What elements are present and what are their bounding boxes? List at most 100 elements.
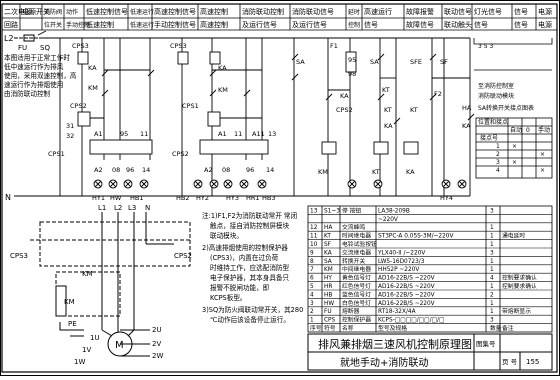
sq-label: SQ	[40, 44, 50, 52]
bom-cell-code: SA	[324, 259, 332, 265]
bom-cell-qty: 1	[490, 301, 494, 307]
bom-cell-qty: 1	[490, 267, 494, 273]
svg-text:KA: KA	[384, 122, 393, 130]
bom-cell-no: 7	[310, 267, 314, 273]
svg-text:2)高速排烟使用的控制保护器: 2)高速排烟使用的控制保护器	[202, 243, 288, 252]
svg-text:KA: KA	[340, 92, 349, 100]
svg-text:CPS2: CPS2	[336, 106, 353, 114]
svg-text:1W: 1W	[74, 358, 85, 366]
header-cell: 低速控制	[86, 20, 114, 29]
bom-cell-model: ~220V	[378, 217, 398, 223]
bom-cell-qty: 1	[490, 259, 494, 265]
svg-text:注:1)F1,F2为消防联动常开 常闭: 注:1)F1,F2为消防联动常开 常闭	[202, 211, 298, 220]
header-cell: 位开关	[44, 21, 62, 29]
svg-text:℃动作后该设备停止运行。: ℃动作后该设备停止运行。	[210, 315, 290, 324]
svg-text:KT: KT	[384, 106, 392, 114]
svg-text:F2: F2	[434, 90, 442, 98]
control-components	[77, 51, 419, 155]
svg-text:SA: SA	[370, 58, 379, 66]
bom-cell-remark: 控制要求确认	[502, 282, 537, 290]
component-labels: CPS3 KA KM CPS2 31 32 A1 95 11 CPS1 A2 0…	[48, 42, 472, 174]
svg-text:KA: KA	[88, 64, 97, 72]
svg-text:×: ×	[512, 159, 517, 166]
svg-text:98: 98	[348, 70, 356, 78]
svg-text:本图适用于正常工作时: 本图适用于正常工作时	[4, 53, 70, 62]
page-number: 155	[526, 358, 539, 366]
header-cell: 联动信号	[444, 7, 472, 16]
header-cell: 信号	[514, 20, 528, 29]
bom-cell-name: 时间继电器	[342, 232, 371, 240]
power-circuit	[30, 212, 191, 357]
bom-cell-code: CPS	[324, 318, 336, 324]
bom-cell-model: LW5-16D0723/3	[378, 259, 425, 265]
svg-text:A1: A1	[218, 130, 227, 138]
svg-text:由消防联动控制: 由消防联动控制	[4, 89, 51, 98]
bom-cell-model: 型号及规格	[378, 324, 407, 332]
bom-cell-name: 交流继电器	[342, 248, 371, 256]
bom-cell-no: 4	[310, 292, 314, 298]
header-cell: 及运行信号	[242, 20, 277, 29]
bom-cell-code: HW	[324, 301, 334, 307]
bom-cell-model: LA38-209B	[378, 208, 410, 214]
bom-cell-no: 10	[310, 242, 318, 248]
svg-text:A2: A2	[204, 166, 213, 174]
bom-cell-code: S1~3	[324, 208, 340, 214]
bom-cell-model: AD16-22B/S ~220V	[378, 276, 435, 282]
svg-text:32: 32	[66, 132, 74, 140]
svg-text:KCPS板型。: KCPS板型。	[210, 293, 247, 302]
header-cell: 电源	[538, 20, 552, 29]
svg-text:A1: A1	[94, 130, 103, 138]
lamp-labels: HY1 HW HB1 HB2 HY2 HY3 HR1 HB3 KM KT KA …	[92, 168, 453, 202]
lamp-label: HY1	[92, 194, 105, 202]
svg-text:SA: SA	[296, 58, 305, 66]
svg-text:SF: SF	[440, 58, 448, 66]
svg-text:A11: A11	[252, 130, 265, 138]
signal-lamps	[93, 179, 467, 189]
header-cell: 电源	[538, 7, 552, 16]
svg-text:(CPS3)，内置在过负荷: (CPS3)，内置在过负荷	[210, 253, 279, 262]
bom-cell-remark: 通电延时	[502, 232, 525, 240]
lamp-label: HW	[110, 194, 122, 202]
ka-label: KA	[406, 168, 415, 176]
header-cell: 电源开关	[22, 7, 50, 16]
svg-text:CPS3: CPS3	[10, 252, 28, 260]
svg-text:CPS1: CPS1	[182, 102, 199, 110]
svg-text:2U: 2U	[152, 326, 162, 334]
svg-text:CPS2: CPS2	[70, 102, 87, 110]
svg-text:联动模块。: 联动模块。	[210, 231, 243, 240]
svg-text:31: 31	[66, 122, 74, 130]
atlas-label: 图集号	[476, 339, 496, 348]
bom-cell-model: HH52P ~220V	[378, 267, 419, 273]
svg-text:L1: L1	[98, 204, 106, 212]
svg-text:11: 11	[234, 130, 242, 138]
header-cell: 延时	[348, 8, 360, 16]
bom-cell-model: ST3PC-A 0.05S-3M/~220V	[378, 234, 453, 240]
header-cell: 低速运行	[130, 21, 154, 29]
bom-cell-name: 停 按钮	[342, 206, 361, 214]
bom-cell-no: 11	[310, 234, 318, 240]
svg-text:96: 96	[126, 166, 134, 174]
bom-cell-model: AD16-22B/S ~220V	[378, 292, 435, 298]
svg-text:CPS2: CPS2	[172, 150, 189, 158]
bom-cell-no: 8	[310, 259, 314, 265]
svg-text:CPS3: CPS3	[170, 42, 187, 50]
svg-text:×: ×	[540, 151, 545, 158]
header-cell: 联动触头	[444, 20, 472, 29]
bom-table	[307, 205, 553, 333]
bom-cell-code: KT	[324, 234, 331, 240]
lamp-label: HB3	[262, 194, 275, 202]
header-cell: 灯光信号	[474, 7, 502, 16]
bom-cell-name: 中间继电器	[342, 265, 371, 273]
header-cell: 及运行信号	[292, 20, 327, 29]
bom-cell-code: HY	[324, 276, 332, 282]
bom-cell-code: HR	[324, 284, 332, 290]
header-cell: 手动控制信号	[154, 20, 196, 29]
left-note: 本图适用于正常工作时 低中速运行作为排风 使用，采用双速控制，高 速运行作为排烟…	[4, 53, 77, 98]
svg-text:CPS2: CPS2	[174, 252, 192, 260]
header-cell: 消防联动信号	[292, 7, 334, 16]
notes: 注:1)F1,F2为消防联动常开 常闭 触点，接自消防控制屏模块 联动模块。 2…	[202, 211, 303, 324]
svg-text:KT: KT	[382, 86, 390, 94]
bom-cell-qty: 1	[490, 309, 494, 315]
svg-text:3 5 3: 3 5 3	[478, 43, 493, 50]
